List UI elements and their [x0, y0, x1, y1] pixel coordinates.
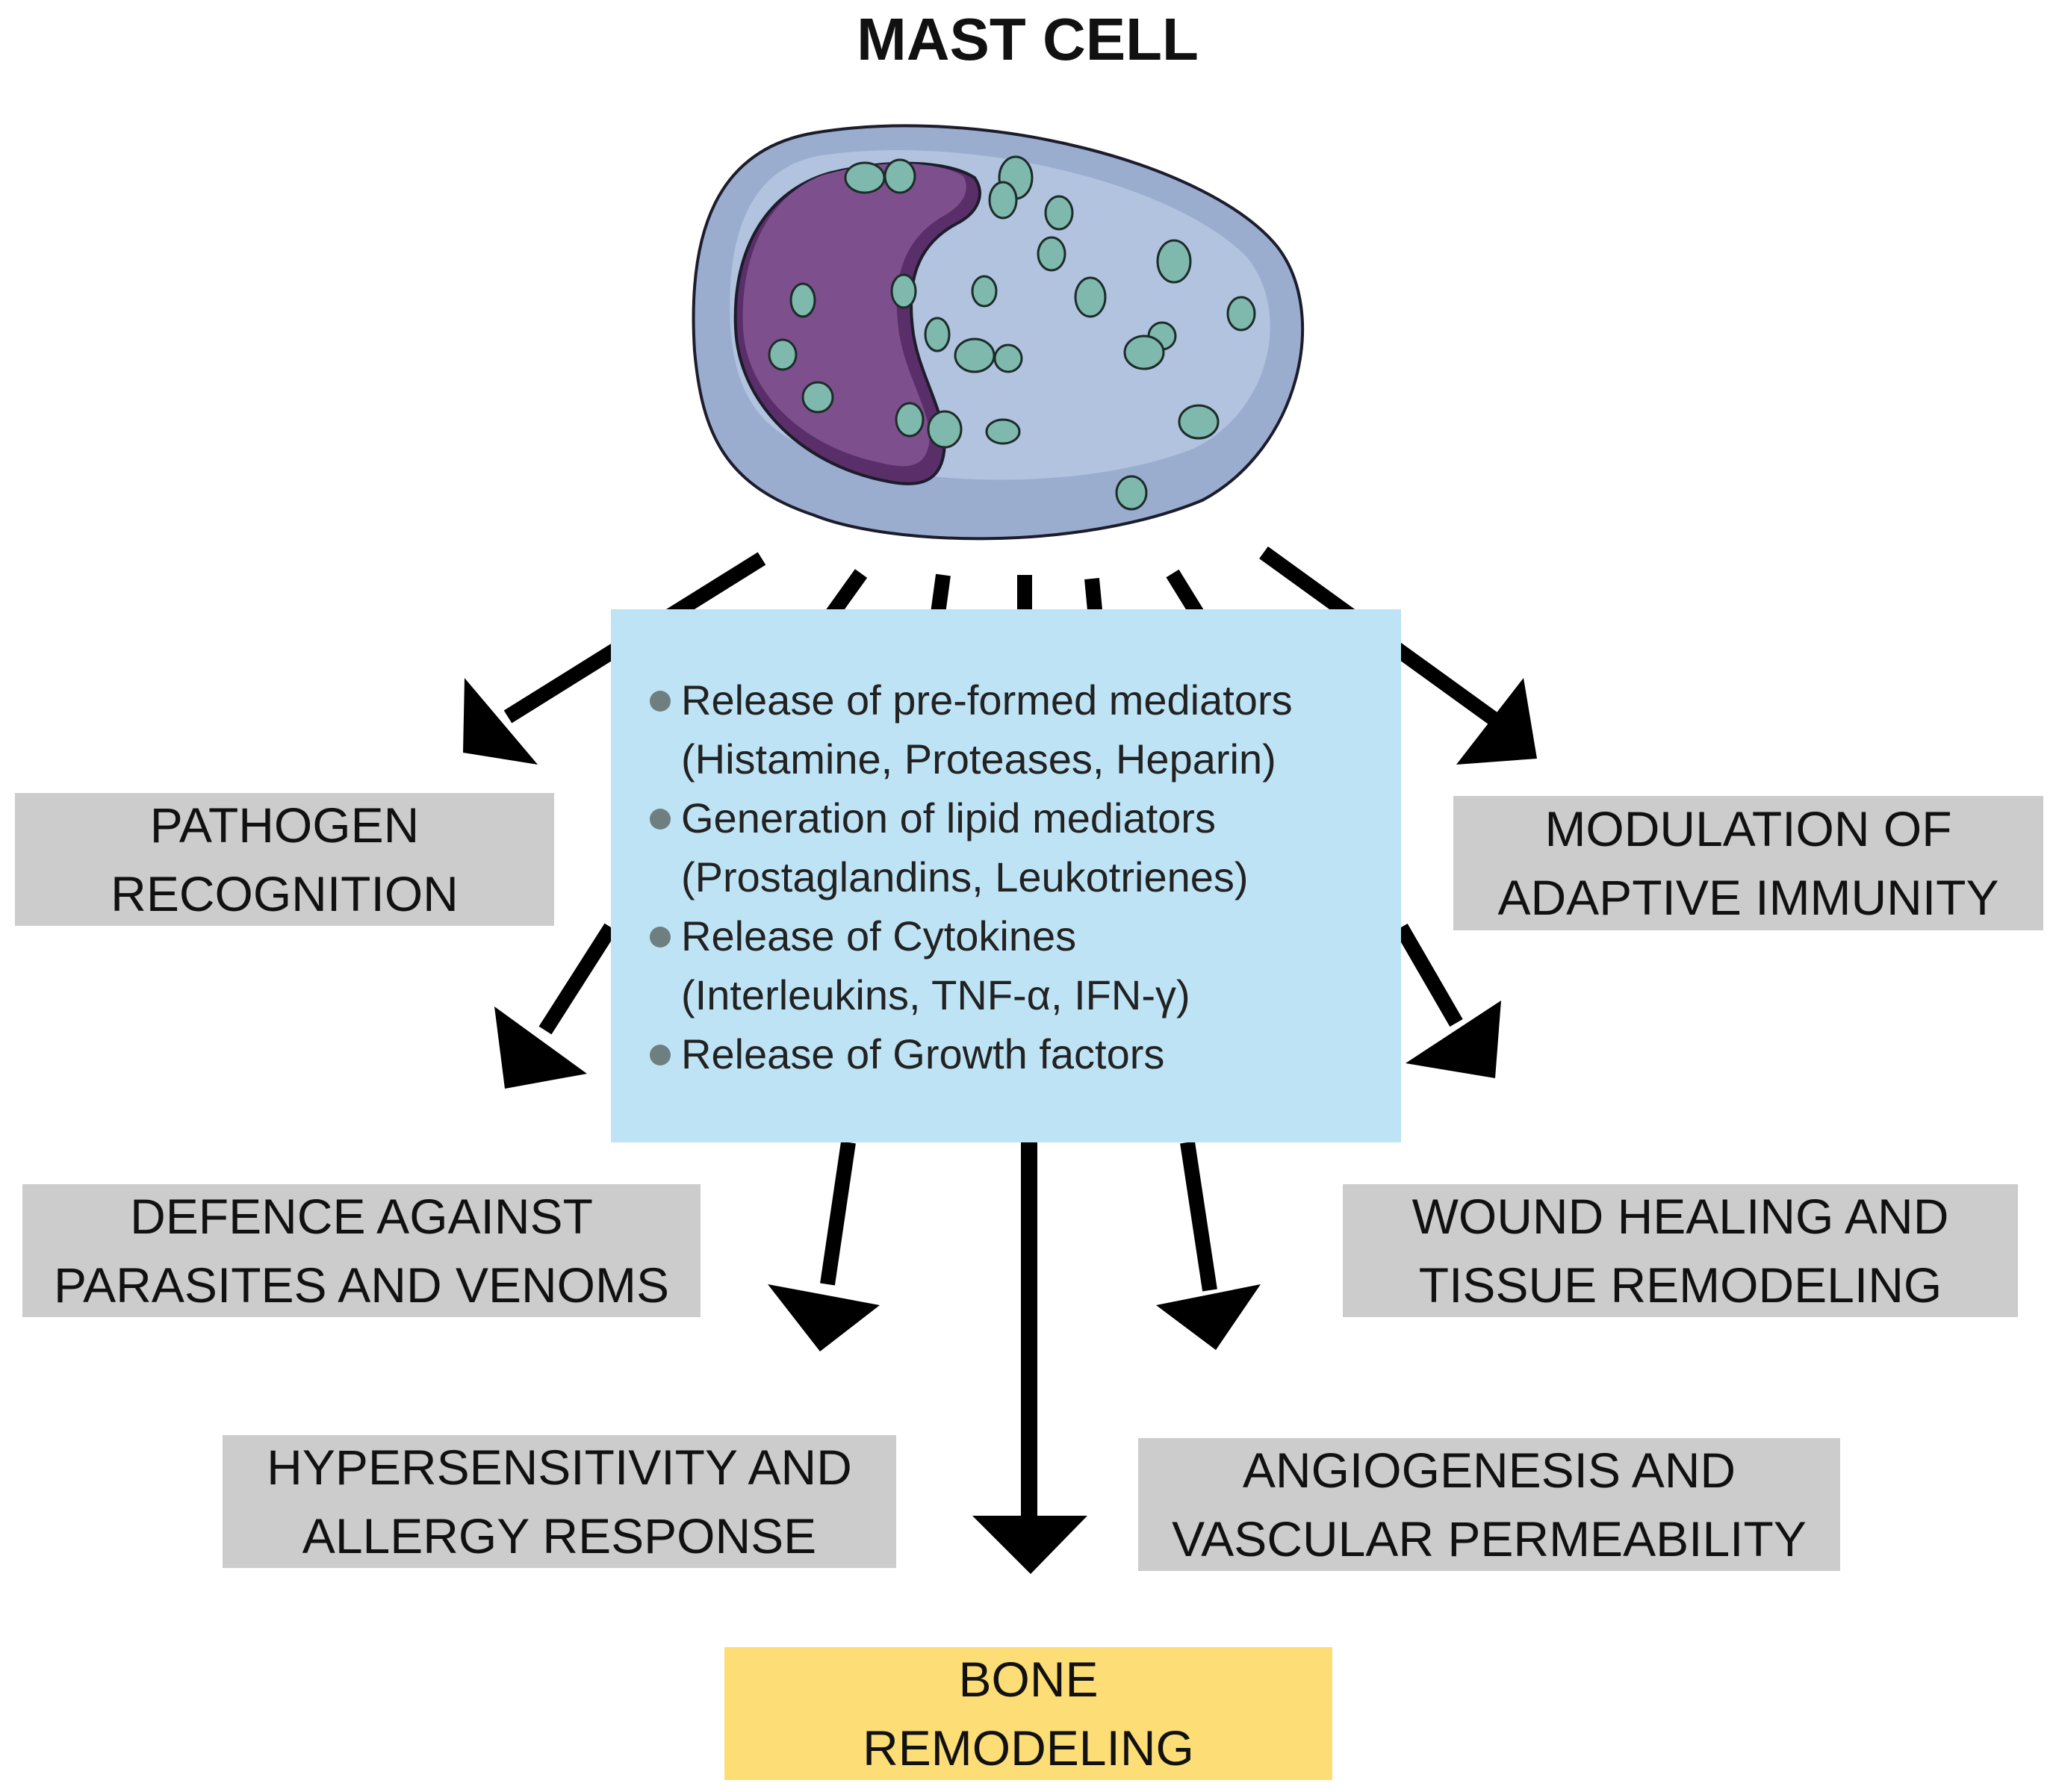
outcome-angiogenesis: ANGIOGENESIS AND VASCULAR PERMEABILITY — [1138, 1438, 1840, 1571]
outcome-wound-healing: WOUND HEALING AND TISSUE REMODELING — [1343, 1184, 2018, 1317]
outcome-line: DEFENCE AGAINST — [130, 1189, 593, 1244]
bullet-icon — [650, 1045, 671, 1065]
arrow-angiogenesis-shaft — [1180, 1141, 1217, 1292]
diagram-title: MAST CELL — [857, 6, 1199, 72]
mechanism-title: Release of pre-formed mediators — [681, 676, 1293, 724]
outcome-bone-remodeling: BONE REMODELING — [724, 1647, 1332, 1780]
mast-cell — [692, 124, 1305, 541]
bullet-icon — [650, 691, 671, 712]
mechanism-title: Release of Cytokines — [681, 912, 1077, 959]
mechanism-box-background — [611, 609, 1401, 1142]
outcome-line: PATHOGEN — [149, 797, 420, 853]
mechanism-title: Generation of lipid mediators — [681, 794, 1216, 841]
bullet-icon — [650, 809, 671, 830]
outcome-line: WOUND HEALING AND — [1411, 1189, 1949, 1244]
mechanism-item: Generation of lipid mediators (Prostagla… — [650, 788, 1394, 906]
arrow-wound-head — [1406, 1001, 1501, 1078]
nucleus — [742, 163, 966, 467]
arrow-pathogen-head — [463, 678, 538, 765]
arrow-hypersensitivity-head — [768, 1284, 880, 1351]
outcome-line: PARASITES AND VENOMS — [54, 1257, 669, 1313]
arrow-wound-shaft — [1394, 923, 1463, 1027]
outcome-hypersensitivity: HYPERSENSITIVITY AND ALLERGY RESPONSE — [223, 1435, 896, 1568]
outcome-line: ADAPTIVE IMMUNITY — [1497, 870, 1999, 925]
outcome-defence-parasites: DEFENCE AGAINST PARASITES AND VENOMS — [22, 1184, 701, 1317]
arrow-defence-shaft — [538, 923, 618, 1035]
mechanism-item: Release of pre-formed mediators (Histami… — [650, 671, 1394, 788]
outcome-line: BONE — [958, 1652, 1099, 1707]
outcome-line: VASCULAR PERMEABILITY — [1172, 1511, 1807, 1567]
mechanism-item: Release of Cytokines (Interleukins, TNF-… — [650, 906, 1394, 1024]
bullet-icon — [650, 927, 671, 948]
arrow-angiogenesis-head — [1156, 1284, 1261, 1350]
arrow-hypersensitivity-shaft — [820, 1141, 856, 1286]
outcome-adaptive-immunity: MODULATION OF ADAPTIVE IMMUNITY — [1453, 796, 2043, 930]
outcome-line: TISSUE REMODELING — [1418, 1257, 1942, 1313]
arrow-adaptive-head — [1456, 678, 1537, 765]
mechanism-examples: (Histamine, Proteases, Heparin) — [681, 735, 1276, 783]
outcome-line: ANGIOGENESIS AND — [1242, 1443, 1736, 1498]
mechanism-item: Release of Growth factors — [650, 1024, 1394, 1083]
granules — [768, 155, 1256, 511]
mechanism-examples: (Prostaglandins, Leukotrienes) — [681, 853, 1249, 900]
outcome-line: HYPERSENSITIVITY AND — [267, 1440, 852, 1495]
arrow-bone-head — [972, 1516, 1087, 1574]
mechanism-box: Release of pre-formed mediators (Histami… — [611, 609, 1401, 1142]
outcome-line: REMODELING — [863, 1720, 1194, 1776]
mechanism-title: Release of Growth factors — [681, 1030, 1165, 1077]
outcome-pathogen-recognition: PATHOGEN RECOGNITION — [15, 793, 554, 926]
outcome-line: MODULATION OF — [1544, 801, 1952, 856]
outcome-line: ALLERGY RESPONSE — [302, 1508, 817, 1564]
arrow-defence-head — [494, 1007, 587, 1089]
outcome-line: RECOGNITION — [111, 866, 459, 921]
mechanism-examples: (Interleukins, TNF-α, IFN-γ) — [681, 971, 1190, 1018]
